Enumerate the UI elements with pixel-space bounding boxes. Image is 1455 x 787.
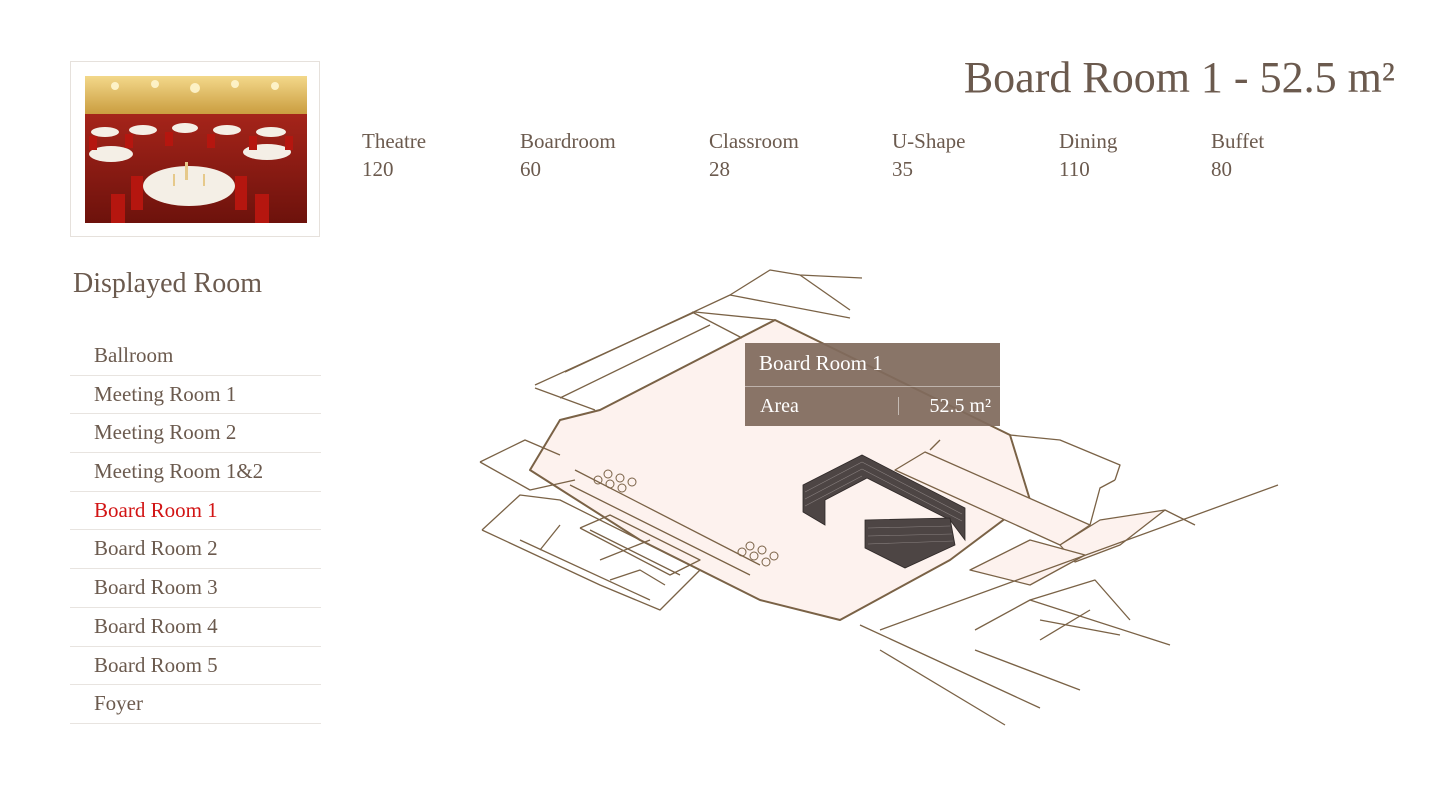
room-item-meeting-room-1-2[interactable]: Meeting Room 1&2 bbox=[70, 453, 321, 492]
capacity-value: 120 bbox=[362, 157, 394, 181]
sidebar-title: Displayed Room bbox=[73, 268, 262, 299]
tooltip-divider bbox=[745, 386, 1000, 387]
capacity-value: 60 bbox=[520, 157, 541, 181]
room-item-board-room-5[interactable]: Board Room 5 bbox=[70, 647, 321, 686]
room-list: Ballroom Meeting Room 1 Meeting Room 2 M… bbox=[70, 337, 321, 724]
room-item-meeting-room-1[interactable]: Meeting Room 1 bbox=[70, 376, 321, 415]
capacity-value: 28 bbox=[709, 157, 730, 181]
capacity-label: Buffet bbox=[1211, 129, 1265, 153]
tooltip-separator bbox=[898, 397, 899, 415]
capacity-boardroom: Boardroom 60 bbox=[520, 127, 616, 183]
room-item-board-room-1[interactable]: Board Room 1 bbox=[70, 492, 321, 531]
room-item-board-room-2[interactable]: Board Room 2 bbox=[70, 530, 321, 570]
capacity-buffet: Buffet 80 bbox=[1211, 127, 1264, 183]
ballroom-photo bbox=[85, 76, 307, 223]
room-item-foyer[interactable]: Foyer bbox=[70, 685, 321, 724]
room-item-ballroom[interactable]: Ballroom bbox=[70, 337, 321, 376]
capacity-u-shape: U-Shape 35 bbox=[892, 127, 965, 183]
capacity-label: Classroom bbox=[709, 129, 799, 153]
capacity-value: 80 bbox=[1211, 157, 1232, 181]
capacity-label: Dining bbox=[1059, 129, 1118, 153]
tooltip-room-name: Board Room 1 bbox=[759, 351, 883, 375]
capacity-label: Boardroom bbox=[520, 129, 616, 153]
tooltip-area-value: 52.5 m² bbox=[929, 395, 991, 417]
capacity-value: 35 bbox=[892, 157, 913, 181]
room-photo-frame bbox=[70, 61, 320, 237]
capacity-label: Theatre bbox=[362, 129, 427, 153]
capacity-value: 110 bbox=[1059, 157, 1090, 181]
floor-plan[interactable] bbox=[470, 260, 1290, 735]
capacity-theatre: Theatre 120 bbox=[362, 127, 426, 183]
board-room-table bbox=[802, 454, 966, 569]
capacity-label: U-Shape bbox=[892, 129, 966, 153]
room-tooltip: Board Room 1 Area 52.5 m² bbox=[745, 343, 1000, 426]
room-item-board-room-3[interactable]: Board Room 3 bbox=[70, 569, 321, 608]
room-item-meeting-room-2[interactable]: Meeting Room 2 bbox=[70, 414, 321, 454]
tooltip-area-label: Area bbox=[760, 395, 799, 417]
capacity-classroom: Classroom 28 bbox=[709, 127, 799, 183]
page-title: Board Room 1 - 52.5 m² bbox=[963, 53, 1395, 102]
capacity-dining: Dining 110 bbox=[1059, 127, 1117, 183]
room-item-board-room-4[interactable]: Board Room 4 bbox=[70, 608, 321, 647]
